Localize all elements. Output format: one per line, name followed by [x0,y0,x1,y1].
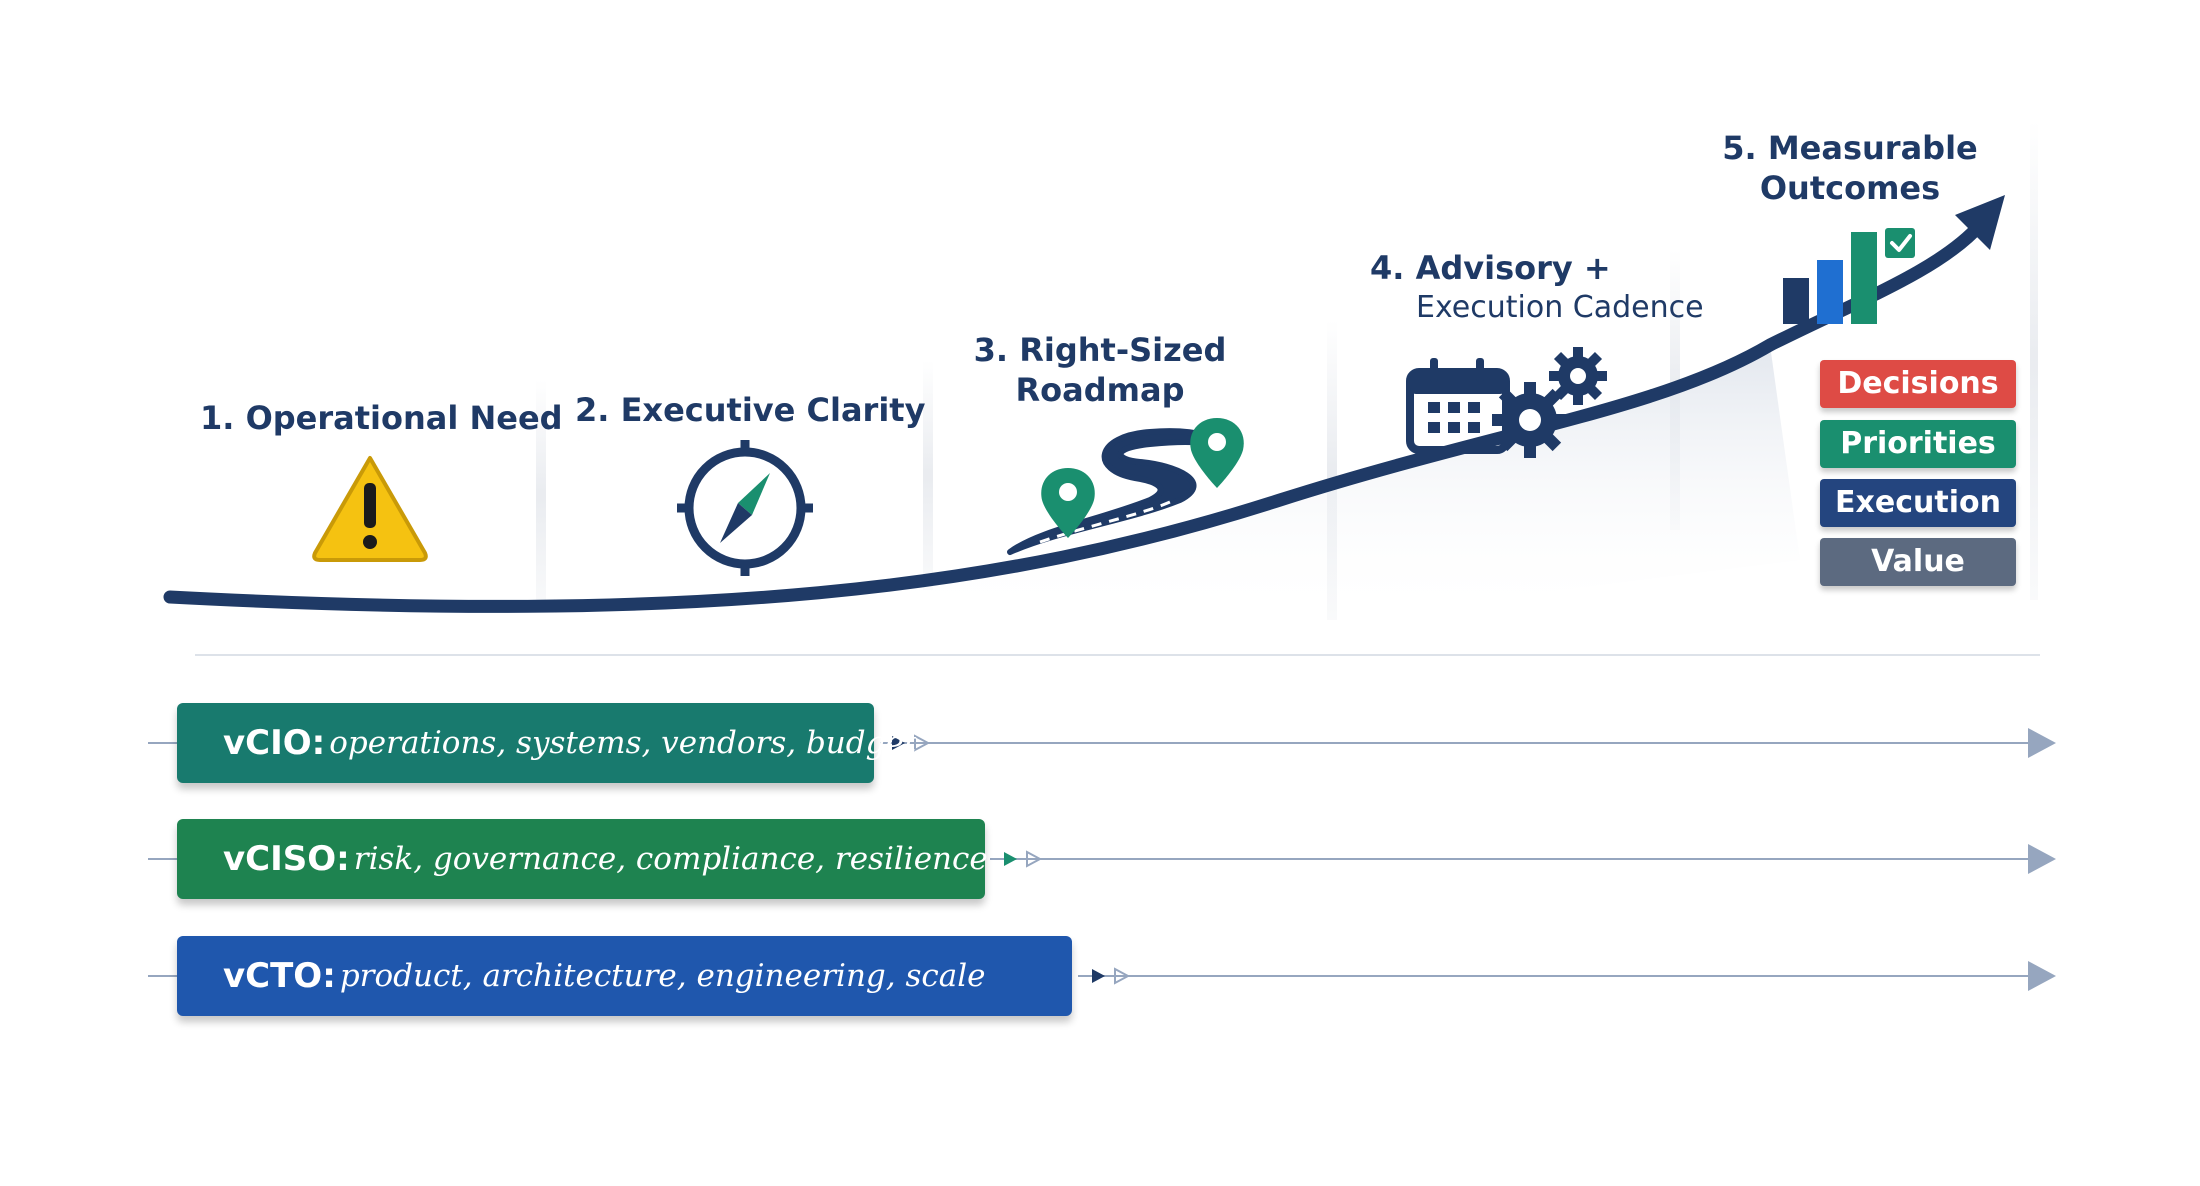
timeline-arrows [148,728,2056,991]
role-scope-vcto: product, architecture, engineering, scal… [339,958,986,994]
stage-1-title-text: 1. Operational Need [200,399,563,437]
growth-curve-arrowhead [1955,195,2005,250]
role-scope-vciso: risk, governance, compliance, resilience [353,841,988,877]
stage-2-title-text: 2. Executive Clarity [575,391,926,429]
timeline-vcio [148,728,2056,758]
bar-chart-check-icon [1783,228,1915,324]
stage-5-title-line2: Outcomes [1759,169,1941,207]
role-bar-vcto: vCTO: product, architecture, engineering… [177,936,1072,1016]
stage-3-title: 3. Right-Sized Roadmap [940,330,1260,410]
column-separator [536,380,546,610]
column-separator [923,360,933,590]
role-bar-vcio: vCIO: operations, systems, vendors, budg… [177,703,916,783]
tag-value: Value [1820,538,2016,586]
warning-icon [312,456,428,562]
tag-execution: Execution [1820,479,2016,527]
role-scope-vcio: operations, systems, vendors, budget [329,725,917,761]
timeline-vcto [148,961,2056,991]
roadmap-icon [1007,418,1244,555]
timeline-vciso [148,844,2056,874]
role-name-vcio: vCIO: [223,723,326,763]
curve-shadow [170,345,1800,620]
column-separator [1327,320,1337,620]
stage-4-title-line2: Execution Cadence [1416,290,1704,325]
stage-3-title-line2: Roadmap [1015,371,1185,409]
role-bar-vciso: vCISO: risk, governance, compliance, res… [177,819,988,899]
calendar-gears-icon [1406,347,1607,458]
stage-2-title: 2. Executive Clarity [575,390,926,430]
stage-3-title-line1: 3. Right-Sized [973,331,1227,369]
compass-icon [677,440,813,576]
stage-4-title: 4. Advisory + Execution Cadence [1370,248,1710,328]
stage-1-title: 1. Operational Need [200,398,563,438]
column-separator [2030,120,2038,600]
role-name-vcto: vCTO: [223,956,336,996]
tag-priorities: Priorities [1820,420,2016,468]
stage-5-title: 5. Measurable Outcomes [1700,128,2000,208]
tag-decisions: Decisions [1820,360,2016,408]
stage-5-title-line1: 5. Measurable [1722,129,1978,167]
stage-4-title-line1: 4. Advisory + [1370,249,1611,287]
role-name-vciso: vCISO: [223,839,350,879]
